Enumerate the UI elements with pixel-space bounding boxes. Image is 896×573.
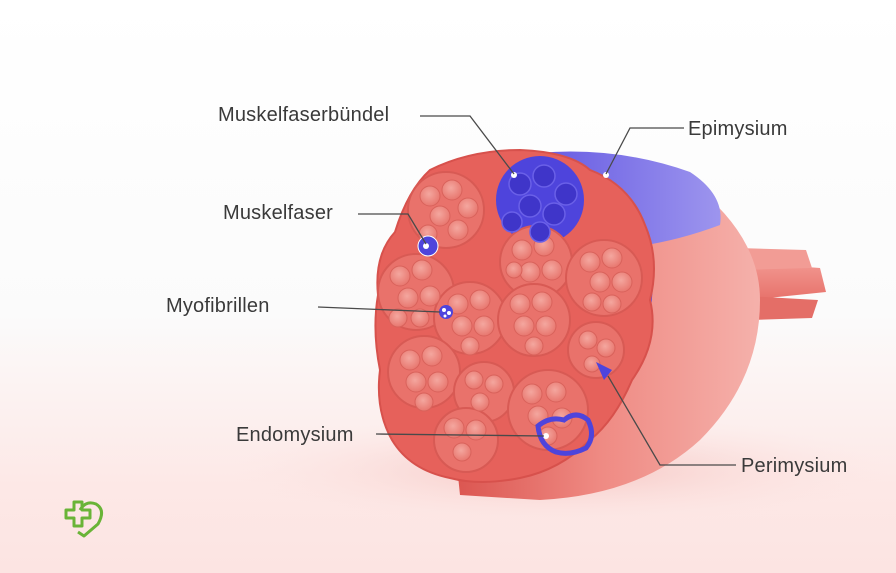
label-muscle-fiber: Muskelfaser xyxy=(223,202,333,225)
label-epimysium: Epimysium xyxy=(688,118,788,141)
label-myofibrils: Myofibrillen xyxy=(166,295,270,318)
heart-with-cross-icon xyxy=(66,502,102,536)
label-perimysium: Perimysium xyxy=(741,455,847,478)
label-muscle-fiber-bundle: Muskelfaserbündel xyxy=(218,104,389,127)
label-endomysium: Endomysium xyxy=(236,424,354,447)
highlighted-myofibrils xyxy=(439,305,453,319)
